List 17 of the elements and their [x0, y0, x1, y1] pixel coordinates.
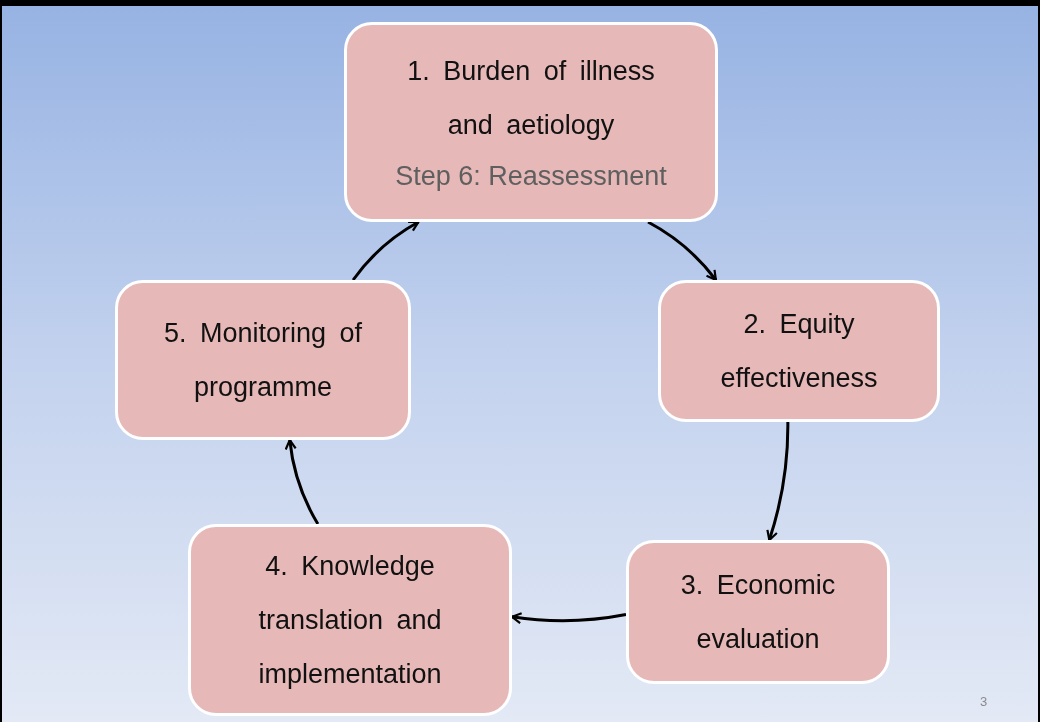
step-title: 2. Equity effectiveness: [719, 308, 879, 395]
step-title: 1. Burden of illness and aetiology: [406, 55, 656, 142]
step-title: 4. Knowledge translation and implementation: [257, 550, 443, 691]
step-box: [115, 280, 411, 440]
curved-arrow: [766, 422, 790, 542]
curved-arrow: [647, 220, 718, 282]
step-title: 5. Monitoring of programme: [162, 317, 364, 404]
step-box: [188, 524, 512, 716]
curved-arrow: [284, 438, 320, 525]
curved-arrow: [510, 612, 627, 625]
curved-arrow: [351, 220, 420, 281]
step-note: Step 6: Reassessment: [395, 160, 667, 193]
step-title: 3. Economic evaluation: [679, 569, 837, 656]
page-number: 3: [980, 694, 988, 709]
step-box: [344, 22, 718, 222]
step-box: [626, 540, 890, 684]
step-box: [658, 280, 940, 422]
